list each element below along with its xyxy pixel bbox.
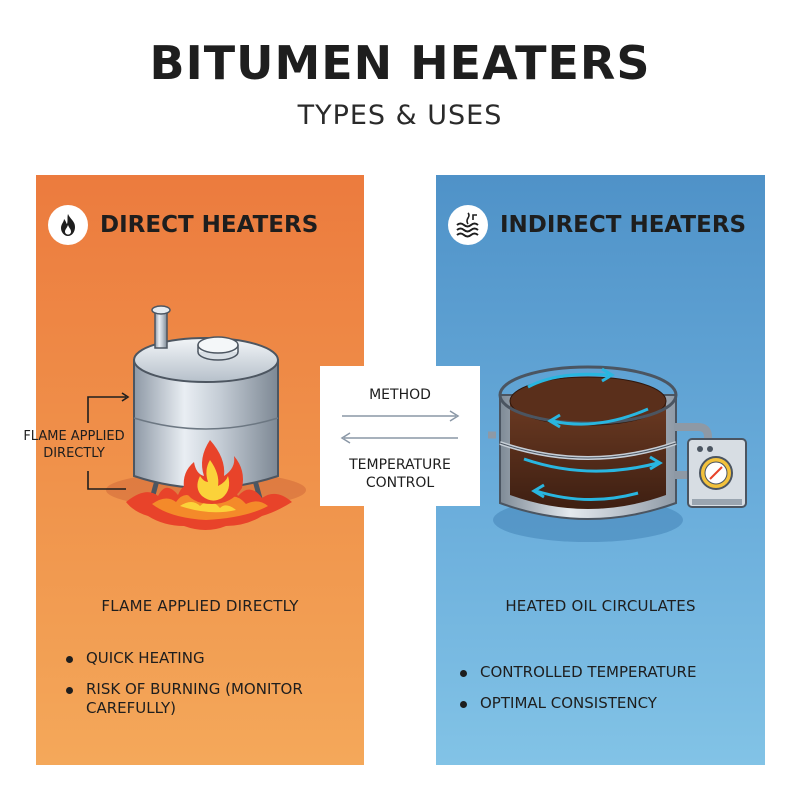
heated-oil-icon — [448, 205, 488, 245]
indirect-heater-bullets: CONTROLLED TEMPERATURE OPTIMAL CONSISTEN… — [458, 663, 758, 725]
method-label: METHOD — [369, 387, 431, 403]
indirect-heaters-panel: INDIRECT HEATERS — [436, 175, 765, 765]
direct-heaters-header: DIRECT HEATERS — [48, 203, 318, 247]
flame-label-arrows — [87, 392, 130, 490]
direct-heaters-panel: DIRECT HEATERS — [36, 175, 364, 765]
indirect-heaters-heading: INDIRECT HEATERS — [500, 212, 747, 238]
indirect-heater-illustration — [488, 365, 747, 542]
indirect-heaters-header: INDIRECT HEATERS — [448, 203, 746, 247]
temperature-control-label: TEMPERATURE CONTROL — [349, 457, 451, 491]
direct-heaters-heading: DIRECT HEATERS — [100, 212, 319, 238]
flame-applied-label: FLAME APPLIED DIRECTLY — [23, 429, 125, 461]
comparison-arrows — [340, 410, 460, 444]
flame-icon — [48, 205, 88, 245]
indirect-heater-description: HEATED OIL CIRCULATES — [505, 597, 696, 615]
list-item: CONTROLLED TEMPERATURE — [458, 663, 758, 682]
direct-heater-illustration — [106, 305, 306, 530]
list-item: RISK OF BURNING (MONITOR CAREFULLY) — [64, 680, 354, 718]
page-title: BITUMEN HEATERS — [149, 36, 651, 90]
direct-heater-description: FLAME APPLIED DIRECTLY — [101, 597, 299, 615]
list-item: OPTIMAL CONSISTENCY — [458, 694, 758, 713]
comparison-box: METHOD TEMPERATURE CONTROL — [320, 366, 480, 506]
list-item: QUICK HEATING — [64, 649, 354, 668]
page-subtitle: TYPES & USES — [297, 100, 503, 131]
direct-heater-bullets: QUICK HEATING RISK OF BURNING (MONITOR C… — [64, 649, 354, 730]
